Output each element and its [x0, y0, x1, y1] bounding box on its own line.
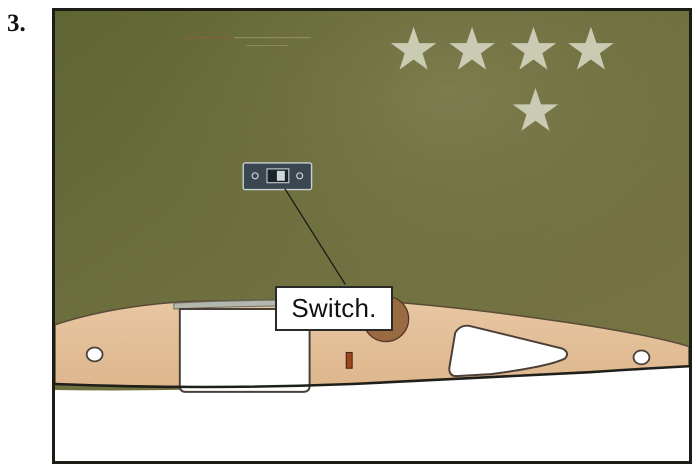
switch-icon — [243, 163, 311, 190]
step-photo — [52, 8, 692, 464]
wing-slot — [346, 352, 352, 368]
wing-hole-right — [634, 350, 650, 364]
step-number: 3. — [7, 11, 26, 36]
switch-callout-label: Switch. — [275, 286, 393, 331]
wing-hole-left — [87, 348, 103, 362]
airplane-photo — [55, 11, 689, 461]
